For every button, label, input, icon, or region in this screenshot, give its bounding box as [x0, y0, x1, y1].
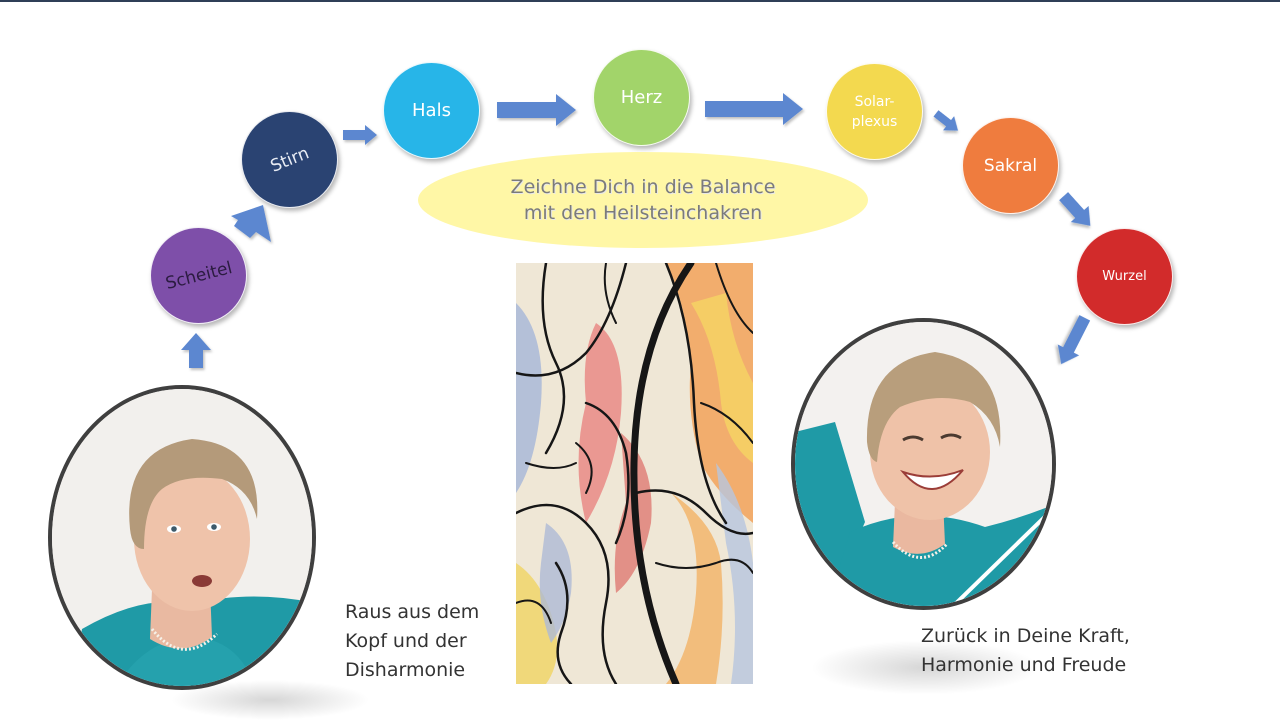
chakra-wurzel-label: Wurzel	[1102, 269, 1147, 284]
portrait-shadow-right	[810, 640, 1040, 695]
caption-left-line-2: Kopf und der	[345, 630, 467, 652]
portrait-right	[791, 318, 1056, 610]
portrait-right-illustration	[795, 322, 1052, 606]
arrow-up-right-icon	[231, 205, 271, 242]
chakra-sakral: Sakral	[962, 117, 1059, 214]
arrow-up-icon	[181, 333, 211, 368]
arrow-right-small-icon	[343, 125, 377, 145]
chakra-herz-label: Herz	[620, 87, 663, 108]
caption-left-line-3: Disharmonie	[345, 659, 466, 681]
caption-left: Raus aus dem Kopf und der Disharmonie	[345, 598, 479, 685]
portrait-left-illustration	[52, 389, 312, 686]
chakra-scheitel: Scheitel	[150, 227, 247, 324]
arrow-down-left-icon	[1057, 315, 1091, 365]
chakra-herz: Herz	[593, 49, 690, 146]
arrow-down-right-small-icon	[933, 110, 959, 131]
chakra-stirn: Stirn	[241, 111, 338, 208]
arrow-right-large-icon-2	[705, 93, 803, 125]
callout-line-1: Zeichne Dich in die Balance	[510, 176, 776, 198]
caption-left-line-1: Raus aus dem	[345, 601, 480, 623]
chakra-sakral-label: Sakral	[983, 155, 1038, 176]
artwork-illustration	[516, 263, 753, 684]
chakra-solarplexus-label-2: plexus	[851, 113, 898, 130]
chakra-solarplexus-label-1: Solar-	[854, 93, 895, 110]
caption-right-line-2: Harmonie und Freude	[921, 654, 1127, 676]
balance-callout: Zeichne Dich in die Balance mit den Heil…	[418, 152, 868, 248]
caption-right: Zurück in Deine Kraft, Harmonie und Freu…	[921, 622, 1130, 680]
portrait-left	[48, 385, 316, 690]
chakra-hals-label: Hals	[412, 100, 451, 121]
chakra-stirn-label: Stirn	[267, 142, 312, 177]
callout-line-2: mit den Heilsteinchakren	[523, 202, 763, 224]
chakra-wurzel: Wurzel	[1076, 228, 1173, 325]
neurographic-artwork	[516, 263, 753, 684]
chakra-scheitel-label: Scheitel	[163, 257, 234, 294]
chakra-hals: Hals	[383, 62, 480, 159]
chakra-solarplexus: Solar- plexus	[826, 63, 923, 160]
arrow-down-right-icon	[1059, 192, 1091, 226]
top-rule	[0, 0, 1280, 2]
caption-right-line-1: Zurück in Deine Kraft,	[921, 625, 1130, 647]
arrow-right-large-icon	[497, 94, 576, 126]
